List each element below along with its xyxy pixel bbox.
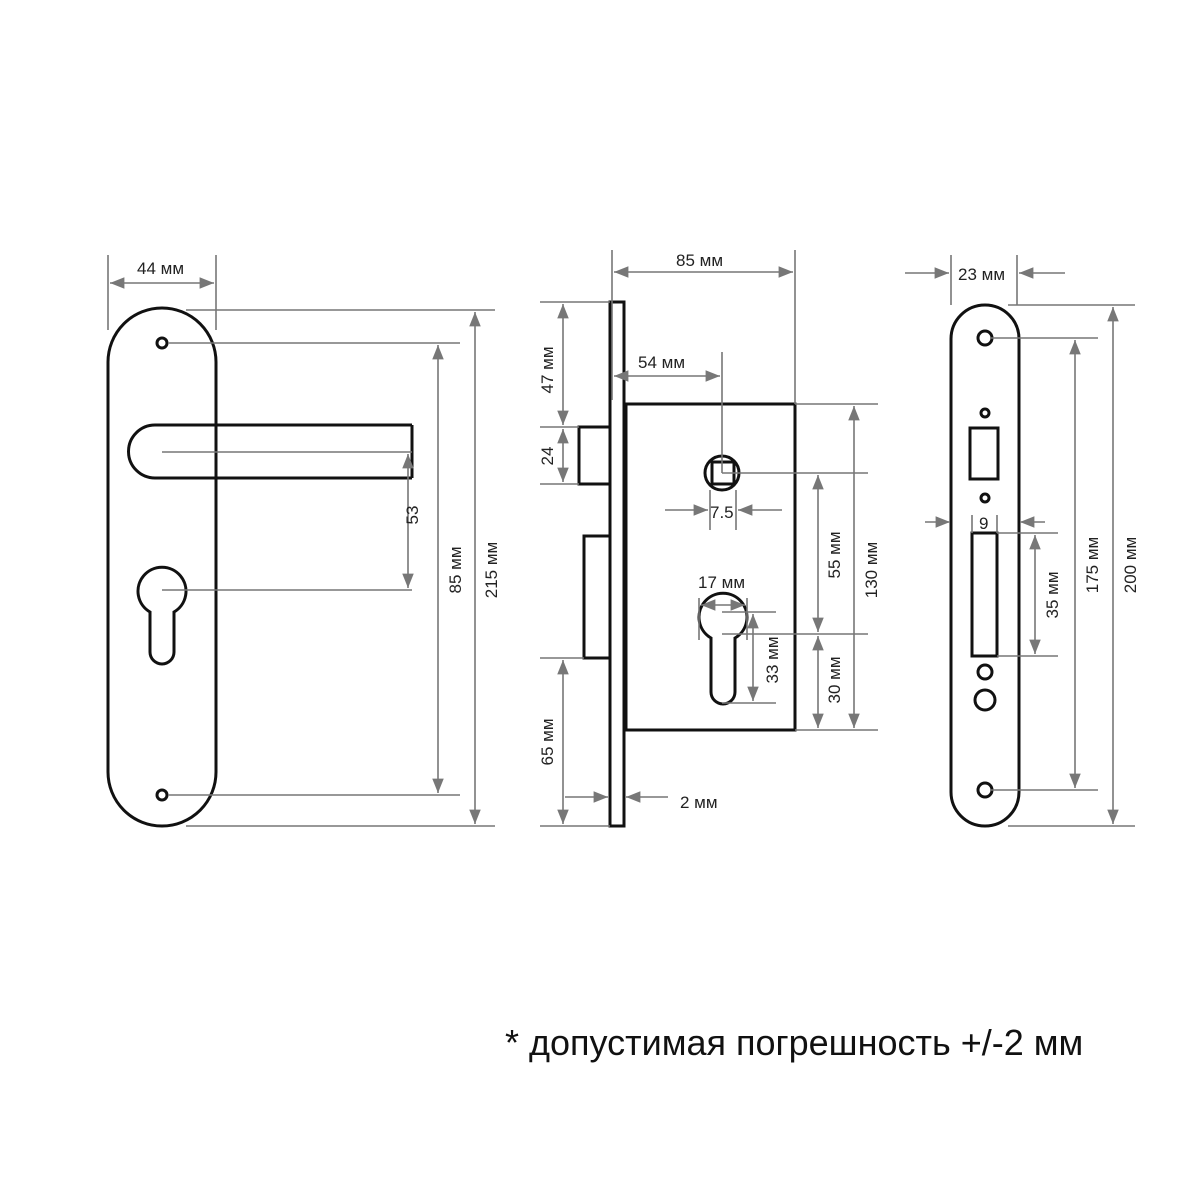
cylinder-width-label: 17 мм bbox=[698, 573, 745, 592]
handle-dimensions: 44 мм 53 85 мм 215 мм bbox=[107, 255, 501, 827]
door-handle-plate bbox=[106, 306, 414, 828]
strike-plate bbox=[949, 303, 1021, 828]
dead-bolt bbox=[582, 534, 612, 660]
latch-slot bbox=[968, 426, 1000, 481]
latch-bolt bbox=[577, 425, 612, 486]
lock-width-label: 85 мм bbox=[676, 251, 723, 270]
strike-width-label: 23 мм bbox=[958, 265, 1005, 284]
slot-height-label: 35 мм bbox=[1043, 571, 1062, 618]
strike-height-label: 200 мм bbox=[1121, 537, 1140, 593]
body-height-label: 130 мм bbox=[862, 542, 881, 598]
strike-dimensions: 23 мм 9 35 мм 175 мм 200 мм bbox=[905, 255, 1140, 827]
screw-hole-bottom bbox=[155, 788, 169, 802]
cylinder-hole bbox=[697, 591, 749, 706]
faceplate-thickness-label: 2 мм bbox=[680, 793, 718, 812]
backset-label: 54 мм bbox=[638, 353, 685, 372]
spindle-to-cylinder-label: 55 мм bbox=[825, 531, 844, 578]
tolerance-footnote: * допустимая погрешность +/-2 мм bbox=[505, 1022, 1084, 1063]
bolt-slot bbox=[970, 531, 999, 658]
bottom-offset-label: 65 мм bbox=[538, 718, 557, 765]
cylinder-height-label: 33 мм bbox=[763, 636, 782, 683]
strike-screw-spacing-label: 175 мм bbox=[1083, 537, 1102, 593]
screw-hole-top bbox=[155, 336, 169, 350]
handle-screw-spacing-label: 85 мм bbox=[446, 546, 465, 593]
spindle-square-label: 7.5 bbox=[710, 503, 734, 522]
lever-to-cylinder-label: 53 bbox=[403, 506, 422, 525]
lever bbox=[127, 423, 412, 480]
cylinder-hole bbox=[136, 565, 188, 666]
slot-width-label: 9 bbox=[979, 514, 988, 533]
handle-width-label: 44 мм bbox=[137, 259, 184, 278]
handle-height-label: 215 мм bbox=[482, 542, 501, 598]
latch-height-label: 24 bbox=[538, 447, 557, 466]
cylinder-to-bottom-label: 30 мм bbox=[825, 656, 844, 703]
lock-dimensions: 85 мм 54 мм 47 мм 24 65 мм 2 мм 7.5 55 м… bbox=[538, 250, 881, 827]
lock-case bbox=[624, 402, 797, 732]
top-offset-label: 47 мм bbox=[538, 346, 557, 393]
